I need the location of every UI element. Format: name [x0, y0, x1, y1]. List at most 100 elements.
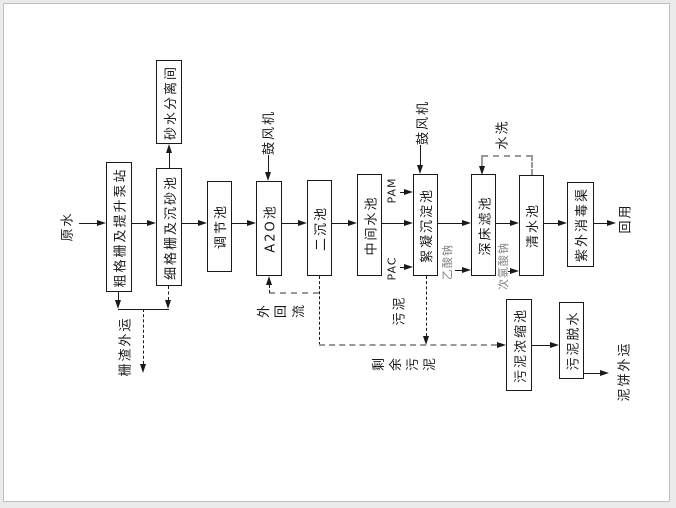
flow-line: [169, 152, 170, 168]
node-label: 清水池: [526, 202, 542, 249]
rotated-char: 剩: [371, 357, 387, 371]
backwash-dashed-line: [531, 155, 533, 175]
dosing-arrowhead: [404, 189, 413, 195]
flow-arrowhead: [404, 220, 413, 226]
flow-arrowhead: [348, 220, 357, 226]
flow-arrowhead: [462, 220, 471, 226]
node-label: 污泥浓缩池: [513, 307, 529, 383]
node-uv-channel: 紫外消毒渠: [567, 182, 594, 267]
label-backwash: 水洗: [495, 118, 511, 150]
dosing-line: [400, 267, 405, 268]
flow-arrowhead: [510, 220, 519, 226]
flow-line: [332, 223, 349, 224]
label-blower-2: 鼓风机: [415, 99, 431, 145]
node-coarse-screen: 粗格栅及提升泵站: [106, 162, 132, 292]
return-dashed-line: [269, 292, 319, 294]
dosing-arrowhead: [404, 264, 413, 270]
sludge-arrowhead: [423, 336, 429, 345]
node-regulating-tank: 调节池: [207, 181, 232, 272]
flow-arrowhead: [607, 220, 616, 226]
residue-arrowhead: [115, 300, 121, 309]
dosing-arrowhead: [510, 268, 519, 274]
residue-dashed-line: [143, 309, 144, 364]
flow-line: [282, 223, 299, 224]
backwash-arrowhead: [479, 166, 485, 175]
node-label: 中间水池: [364, 194, 380, 256]
flow-line: [182, 223, 199, 224]
node-label: 调节池: [214, 203, 230, 250]
node-label: 细格栅及沉砂池: [163, 174, 179, 280]
dosing-line: [508, 271, 511, 272]
flow-arrowhead: [198, 220, 207, 226]
node-intermediate-tank: 中间水池: [357, 174, 382, 276]
flow-arrowhead: [166, 144, 172, 153]
node-label: 砂水分离间: [163, 64, 179, 140]
blower-line: [268, 155, 269, 173]
flow-line: [532, 345, 551, 346]
node-a2o-tank: A2O池: [256, 181, 282, 276]
label-raw-water: 原水: [60, 210, 76, 242]
flow-arrowhead: [97, 220, 106, 226]
return-dashed-line: [319, 276, 320, 345]
sludge-dashed-line: [319, 344, 497, 346]
sludge-dashed-line: [426, 276, 427, 336]
rotated-char: 外: [257, 304, 273, 318]
node-clean-water-tank: 清水池: [519, 175, 544, 276]
flow-arrowhead: [298, 220, 307, 226]
flow-arrowhead: [147, 220, 156, 226]
label-reuse: 回用: [618, 202, 634, 234]
flow-arrowhead: [600, 370, 609, 376]
rotated-char: 余: [388, 357, 404, 371]
label-sodium-acetate: 乙酸钠: [441, 244, 454, 280]
blower-arrowhead: [265, 172, 271, 181]
backwash-dashed-line: [482, 155, 532, 157]
residue-arrowhead: [140, 364, 146, 373]
node-secondary-clarifier: 二沉池: [307, 180, 332, 276]
flow-line: [232, 223, 248, 224]
label-blower-1: 鼓风机: [261, 109, 277, 155]
node-label: 紫外消毒渠: [575, 186, 591, 263]
node-fine-screen: 细格栅及沉砂池: [156, 168, 182, 286]
label-excess-sludge: 剩余污泥: [372, 356, 438, 372]
flow-arrowhead: [247, 220, 256, 226]
residue-dashed-line: [168, 286, 169, 300]
residue-arrowhead: [165, 300, 171, 309]
node-sludge-dewatering: 污泥脱水: [559, 302, 584, 379]
return-arrowhead: [266, 276, 272, 285]
label-external-return: 外回流: [256, 303, 308, 319]
rotated-char: 泥: [423, 357, 439, 371]
flow-line: [584, 373, 601, 374]
dosing-line: [455, 270, 463, 271]
flow-line: [594, 223, 608, 224]
flow-line: [496, 223, 511, 224]
rotated-char: 污: [406, 357, 422, 371]
flow-line: [382, 223, 405, 224]
node-label: A2O池: [263, 204, 279, 253]
dosing-arrowhead: [462, 267, 471, 273]
node-deep-bed-filter: 深床滤池: [471, 174, 496, 276]
residue-line: [118, 292, 119, 301]
blower-arrowhead: [417, 165, 423, 174]
flow-arrowhead: [558, 220, 567, 226]
flow-line: [132, 223, 148, 224]
node-label: 粗格栅及提升泵站: [113, 166, 129, 288]
node-sand-water-separator: 砂水分离间: [156, 60, 182, 144]
label-mud-cake-out: 泥饼外运: [617, 340, 633, 402]
label-sludge: 污泥: [392, 294, 408, 326]
diagram-page: 粗格栅及提升泵站 细格栅及沉砂池 砂水分离间 调节池 A2O池 二沉池 中间水池…: [3, 3, 670, 502]
label-sodium-hypochlorite: 次氯酸钠: [497, 242, 510, 290]
node-flocculation-tank: 絮凝沉淀池: [413, 174, 438, 276]
flow-line: [438, 223, 463, 224]
sludge-arrowhead: [497, 342, 506, 348]
rotated-char: 流: [291, 304, 307, 318]
dosing-line: [400, 192, 405, 193]
flow-arrowhead: [550, 342, 559, 348]
flow-line: [544, 223, 559, 224]
backwash-dashed-line: [481, 155, 483, 166]
blower-line: [420, 145, 421, 166]
node-sludge-thickener: 污泥浓缩池: [506, 299, 532, 391]
label-pam: PAM: [385, 177, 399, 203]
flow-line: [79, 223, 98, 224]
label-pac: PAC: [385, 256, 399, 280]
